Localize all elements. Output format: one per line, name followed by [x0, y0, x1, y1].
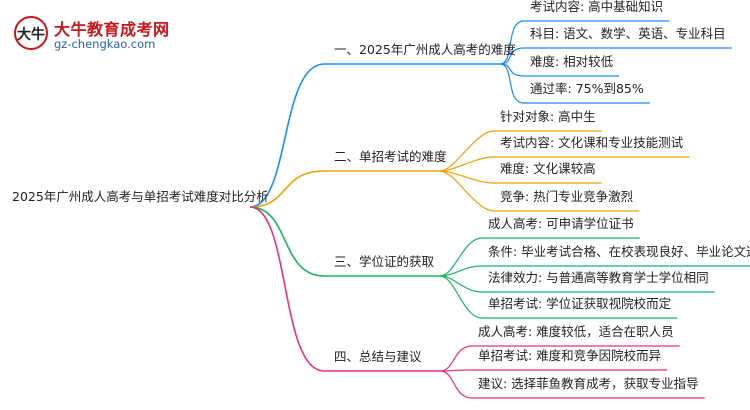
branch-connector-2 [249, 170, 325, 208]
root-topic[interactable]: 2025年广州成人高考与单招考试难度对比分析 [12, 189, 269, 204]
logo-title: 大牛教育成考网 [54, 20, 170, 39]
branch-topic-4[interactable]: 四、总结与建议 [334, 349, 422, 364]
leaf-1-4[interactable]: 通过率: 75%到85% [530, 81, 644, 96]
logo-url: gz-chengkao.com [54, 37, 156, 51]
leaf-connector-1-4 [499, 63, 525, 104]
leaf-connector-4-3 [439, 370, 473, 399]
leaf-2-4[interactable]: 竞争: 热门专业竞争激烈 [500, 189, 634, 204]
leaf-2-3[interactable]: 难度: 文化课较高 [500, 161, 596, 176]
branch-topic-2[interactable]: 二、单招考试的难度 [334, 149, 447, 164]
leaf-connector-2-4 [439, 170, 495, 212]
leaf-connector-2-3 [439, 170, 495, 184]
leaf-connector-3-2 [439, 265, 483, 277]
logo-badge-text: 大牛 [17, 27, 45, 43]
leaf-4-3[interactable]: 建议: 选择菲鱼教育成考，获取专业指导 [478, 376, 699, 391]
leaf-2-2[interactable]: 考试内容: 文化课和专业技能测试 [500, 135, 684, 150]
leaf-3-1[interactable]: 成人高考: 可申请学位证书 [488, 216, 634, 231]
branch-topic-1[interactable]: 一、2025年广州成人高考的难度 [334, 42, 516, 57]
leaf-connector-1-3 [499, 63, 525, 77]
leaf-connector-2-1 [439, 130, 495, 172]
branch-connector-4 [249, 206, 325, 372]
leaf-connector-3-1 [439, 237, 483, 277]
leaf-4-2[interactable]: 单招考试: 难度和竞争因院校而异 [478, 348, 662, 363]
leaf-connector-3-4 [439, 275, 483, 319]
leaf-connector-1-1 [499, 20, 525, 65]
branch-connector-3 [249, 206, 325, 277]
leaf-3-4[interactable]: 单招考试: 学位证获取视院校而定 [488, 296, 672, 311]
leaf-3-2[interactable]: 条件: 毕业考试合格、在校表现良好、毕业论文通过 [488, 244, 750, 259]
leaf-1-1[interactable]: 考试内容: 高中基础知识 [530, 0, 664, 14]
branch-topic-3[interactable]: 三、学位证的获取 [334, 254, 435, 269]
leaf-connector-1-2 [499, 47, 525, 65]
leaf-4-1[interactable]: 成人高考: 难度较低，适合在职人员 [478, 324, 674, 339]
leaf-connector-2-2 [439, 156, 495, 172]
branch-connector-1 [249, 63, 325, 208]
leaf-2-1[interactable]: 针对对象: 高中生 [500, 109, 596, 124]
leaf-1-2[interactable]: 科目: 语文、数学、英语、专业科目 [530, 26, 726, 41]
leaf-1-3[interactable]: 难度: 相对较低 [530, 54, 614, 69]
site-logo[interactable]: 大牛 大牛教育成考网 gz-chengkao.com [14, 14, 184, 60]
leaf-connector-4-1 [439, 345, 473, 372]
leaf-3-3[interactable]: 法律效力: 与普通高等教育学士学位相同 [488, 270, 709, 285]
logo-badge-icon: 大牛 [14, 16, 48, 50]
